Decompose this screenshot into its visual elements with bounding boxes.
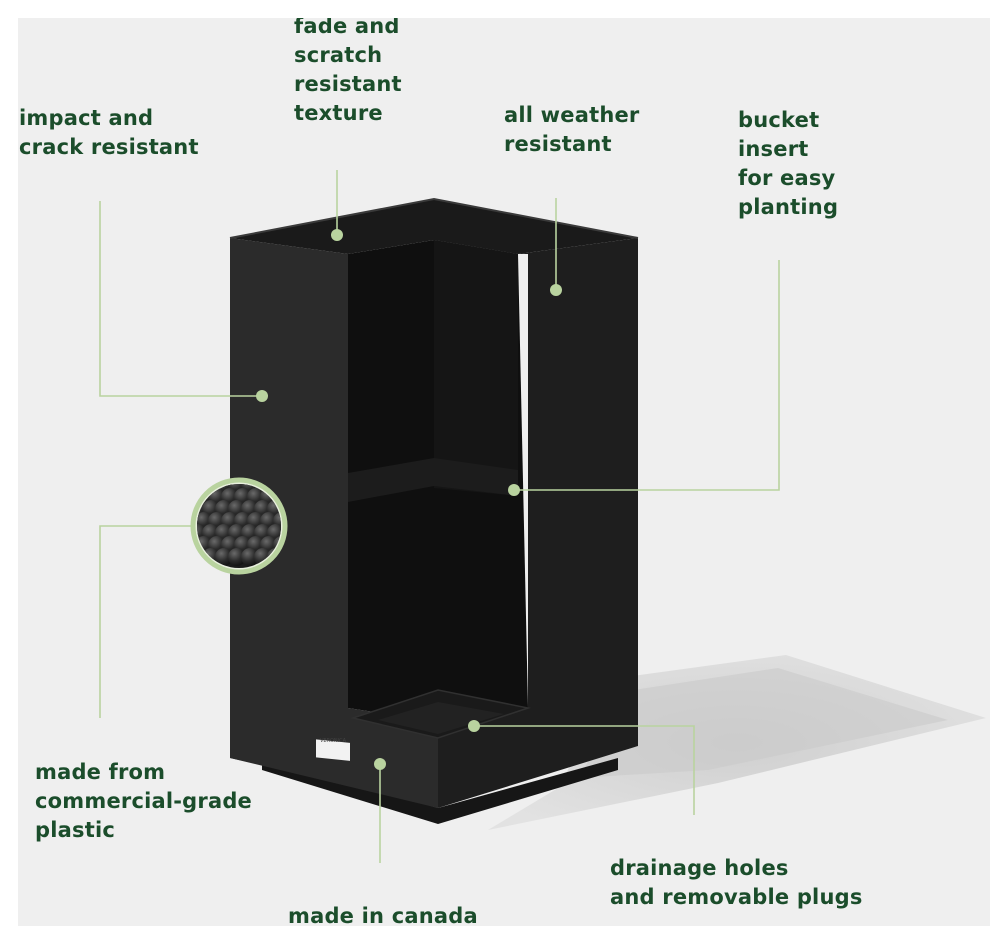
callout-lines bbox=[99, 170, 780, 863]
label-made-in-canada: made in canada bbox=[288, 904, 478, 926]
callout-dots bbox=[256, 229, 562, 770]
callout-dot-made-in-canada bbox=[374, 758, 386, 770]
label-commercial-grade-plastic: made from commercial-grade plastic bbox=[35, 760, 253, 842]
callout-line-drainage bbox=[474, 725, 695, 815]
plastic-pellet bbox=[241, 548, 259, 566]
brand-tag bbox=[316, 739, 350, 761]
planter-right-face bbox=[438, 238, 638, 808]
planter-rim-edge bbox=[229, 197, 639, 239]
planter-shadow-core bbox=[578, 668, 948, 778]
planter-front-face bbox=[230, 238, 438, 808]
plastic-pellet bbox=[197, 484, 207, 494]
callout-line-commercial-plastic bbox=[99, 525, 198, 718]
plastic-pellet bbox=[228, 548, 246, 566]
callout-dot-bucket-insert bbox=[508, 484, 520, 496]
callout-dot-all-weather bbox=[550, 284, 562, 296]
label-all-weather-resistant: all weather resistant bbox=[504, 103, 640, 156]
bucket-insert-shelf bbox=[348, 458, 518, 502]
plastic-pellet bbox=[215, 548, 233, 566]
product-feature-panel: VERONICA fade and scratch bbox=[18, 18, 990, 926]
planter-base bbox=[262, 758, 618, 824]
callout-line-impact-crack bbox=[99, 201, 262, 397]
label-drainage-holes: drainage holes and removable plugs bbox=[610, 856, 863, 909]
brand-tag-text: VERONICA bbox=[320, 738, 347, 744]
callout-dot-fade-scratch bbox=[331, 229, 343, 241]
drainage-tray-inner bbox=[378, 702, 504, 734]
label-bucket-insert: bucket insert for easy planting bbox=[738, 108, 839, 219]
callout-dot-drainage bbox=[468, 720, 480, 732]
planter-interior-back bbox=[434, 240, 518, 496]
callout-line-bucket-insert bbox=[514, 260, 780, 491]
label-impact-crack-resistant: impact and crack resistant bbox=[19, 106, 199, 159]
planter-illustration: VERONICA bbox=[99, 170, 986, 863]
planter-top-rim bbox=[230, 199, 638, 254]
callout-dot-impact-crack bbox=[256, 390, 268, 402]
label-fade-scratch-resistant: fade and scratch resistant texture bbox=[294, 18, 402, 125]
